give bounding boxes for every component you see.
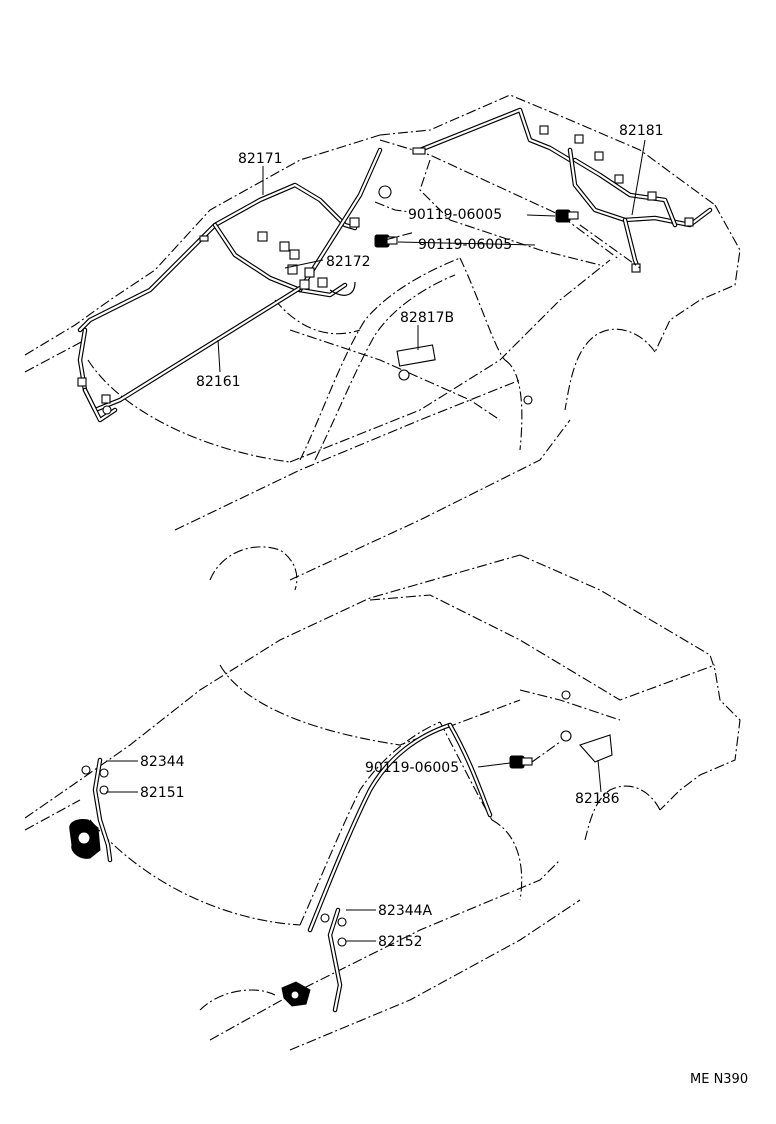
door-harness-front [92,757,113,863]
lower-vehicle-outline [24,554,741,1051]
upper-connectors [77,125,694,415]
part-label-82152: 82152 [378,934,423,950]
part-label-82161: 82161 [196,374,241,390]
rear-harness-82181 [417,107,713,271]
part-label-82344: 82344 [140,754,185,770]
part-label-82171: 82171 [238,151,283,167]
part-label-82172: 82172 [326,254,371,270]
part-label-90119-lower: 90119-06005 [365,760,459,776]
bolt-icon [555,209,579,223]
part-label-82181: 82181 [619,123,664,139]
speaker-icon [281,981,311,1007]
part-label-82344a: 82344A [378,903,433,919]
part-label-82817b: 82817B [400,310,454,326]
bolt-icon [374,234,398,248]
part-label-90119-upper-1: 90119-06005 [408,207,502,223]
upper-vehicle-outline [24,94,741,591]
diagram-reference-code: ME N390 [690,1072,749,1087]
speaker-icon [69,819,101,859]
bolt-icon [509,755,533,769]
roof-harness-82171 [77,147,383,333]
front-harness-82161 [77,285,303,423]
lower-leaders [106,759,602,942]
part-label-82186: 82186 [575,791,620,807]
part-label-82151: 82151 [140,785,185,801]
part-label-90119-upper-2: 90119-06005 [418,237,512,253]
upper-leaders [217,139,646,373]
pillar-harness [307,722,493,933]
door-harness-rear [327,907,343,1013]
